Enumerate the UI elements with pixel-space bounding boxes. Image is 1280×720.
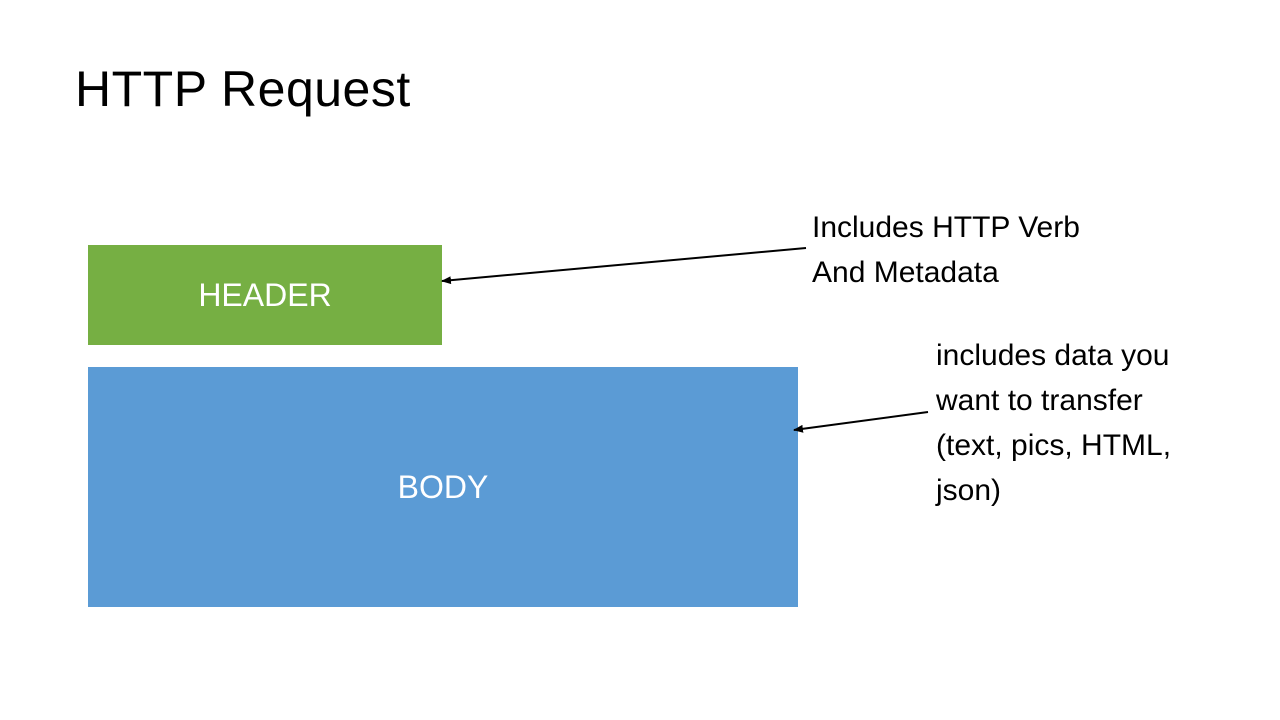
body-annotation-line-4: json) (936, 474, 1002, 507)
header-arrow (441, 247, 807, 285)
header-block-label: HEADER (198, 276, 332, 313)
header-block: HEADER (88, 245, 442, 345)
slide-title: HTTP Request (75, 61, 411, 117)
header-annotation-line-1: Includes HTTP Verb (812, 211, 1080, 244)
header-annotation: Includes HTTP Verb And Metadata (812, 205, 1080, 295)
body-annotation-line-2: want to transfer (936, 384, 1143, 417)
body-annotation-line-3: (text, pics, HTML, (936, 429, 1172, 462)
body-annotation-line-1: includes data you (936, 339, 1170, 372)
header-annotation-line-2: And Metadata (812, 256, 999, 289)
body-arrow (793, 411, 929, 433)
body-block-label: BODY (397, 468, 489, 505)
body-annotation: includes data you want to transfer (text… (936, 333, 1171, 513)
body-block: BODY (88, 367, 798, 607)
